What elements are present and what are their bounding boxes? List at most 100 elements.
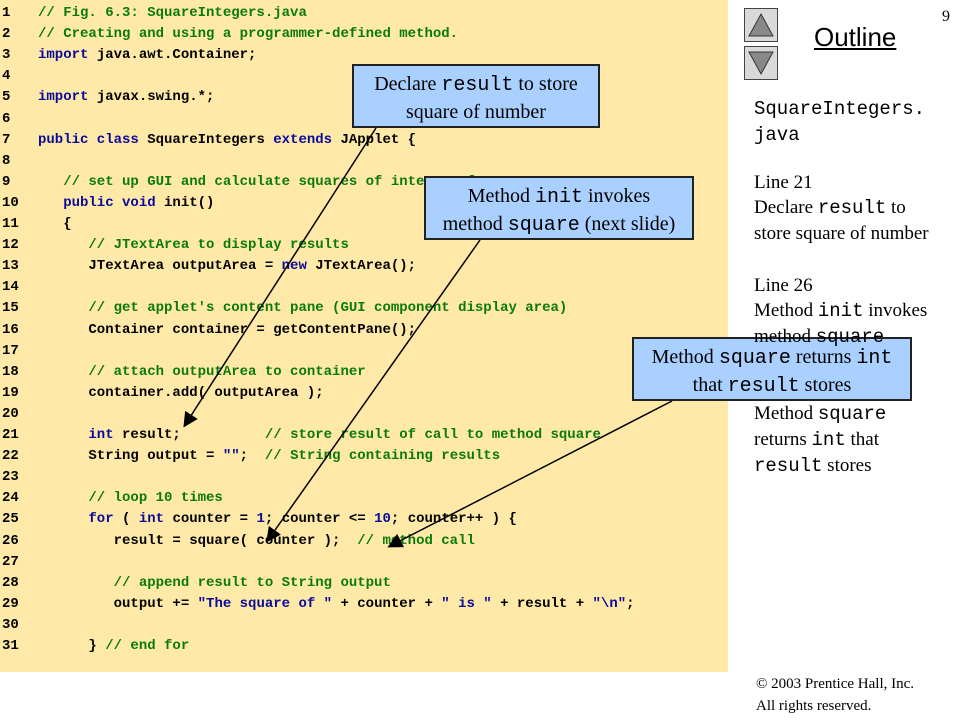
code-token: java.awt.Container; xyxy=(88,47,257,64)
callout-text: square of number xyxy=(406,101,546,123)
code-text: import javax.swing.*; xyxy=(38,87,214,108)
code-text: { xyxy=(38,214,72,235)
code-token: // append result to String output xyxy=(38,574,391,591)
outline-heading[interactable]: Outline xyxy=(814,22,897,52)
next-slide-button[interactable] xyxy=(744,46,778,80)
code-token: // loop 10 times xyxy=(38,490,223,507)
line-number: 2 xyxy=(2,26,11,43)
code-token: ; counter++ ) { xyxy=(390,511,517,528)
code-token: ; xyxy=(626,595,635,612)
note-text: stores xyxy=(822,455,872,476)
code-token: public class xyxy=(38,131,139,148)
note-method-square: Method square returns int that result st… xyxy=(754,401,886,479)
code-token: for xyxy=(38,511,114,528)
note-line-21: Line 21 Declare result to store square o… xyxy=(754,170,929,246)
note-text: method xyxy=(754,326,816,347)
callout-code: result xyxy=(441,74,514,97)
line-number: 11 xyxy=(2,216,19,232)
code-text: container.add( outputArea ); xyxy=(38,383,324,404)
code-text: // set up GUI and calculate squares of i… xyxy=(38,172,567,193)
note-code: init xyxy=(817,300,864,322)
line-number: 4 xyxy=(2,68,11,85)
code-token: + result + xyxy=(491,595,593,612)
line-number: 26 xyxy=(2,532,19,549)
code-text: // loop 10 times xyxy=(38,488,223,509)
copyright-line: All rights reserved. xyxy=(756,698,872,714)
callout-code: int xyxy=(856,347,893,370)
callout-text: method xyxy=(442,213,508,235)
note-code: int xyxy=(811,429,846,451)
callout-code: square xyxy=(507,214,580,237)
code-token: // Creating and using a programmer-defin… xyxy=(38,26,459,43)
code-token: { xyxy=(38,216,72,232)
code-token: Container container = getContentPane(); xyxy=(38,321,417,338)
code-token: int xyxy=(138,511,165,528)
prev-slide-button[interactable] xyxy=(744,8,778,42)
callout-method-square: Method square returns int that result st… xyxy=(632,337,912,401)
callout-code: result xyxy=(727,375,800,398)
note-code: square xyxy=(815,326,885,348)
callout-text: (next slide) xyxy=(579,213,676,235)
code-token: ( xyxy=(113,511,139,528)
note-text: Method xyxy=(754,403,818,424)
line-number: 7 xyxy=(2,131,11,148)
callout-text: that xyxy=(692,374,728,396)
line-number: 24 xyxy=(2,490,19,507)
file-name: SquareIntegers. java xyxy=(754,96,925,148)
code-token: import xyxy=(38,89,89,106)
code-text: String output = ""; // String containing… xyxy=(38,446,500,467)
line-number: 15 xyxy=(2,300,19,317)
callout-code: square xyxy=(718,347,791,370)
note-label: Line 26 xyxy=(754,275,813,296)
code-text: for ( int counter = 1; counter <= 10; co… xyxy=(38,509,517,530)
line-number: 28 xyxy=(2,574,19,591)
code-token: // JTextArea to display results xyxy=(38,237,349,254)
callout-text: returns xyxy=(790,346,857,368)
callout-text: Method xyxy=(651,346,719,368)
note-label: Line 21 xyxy=(754,172,813,193)
line-number: 6 xyxy=(2,110,11,127)
arrow-to-line-26-comment xyxy=(387,400,673,548)
code-token: init() xyxy=(155,194,215,211)
code-token: container.add( outputArea ); xyxy=(38,384,324,401)
callout-text: invokes xyxy=(583,185,651,207)
code-token: // end for xyxy=(105,638,190,654)
line-number: 30 xyxy=(2,616,19,633)
callout-text: Declare xyxy=(374,73,442,95)
code-token: String output = xyxy=(38,448,223,465)
line-number: 21 xyxy=(2,427,19,443)
line-number: 27 xyxy=(2,553,19,570)
code-text: // attach outputArea to container xyxy=(38,362,365,383)
note-text: Method xyxy=(754,300,818,321)
note-text: that xyxy=(845,429,879,450)
note-text: returns xyxy=(754,429,812,450)
code-token: "The square of " xyxy=(197,595,333,612)
note-text: store square of number xyxy=(754,223,929,244)
line-number: 23 xyxy=(2,469,19,486)
code-token: int xyxy=(38,427,114,443)
line-number: 12 xyxy=(2,237,19,254)
line-number: 13 xyxy=(2,258,19,275)
code-text: } // end for xyxy=(38,636,189,657)
callout-text: stores xyxy=(799,374,852,396)
note-code: result xyxy=(817,197,887,219)
note-text: to xyxy=(886,197,906,218)
arrow-to-line-21 xyxy=(183,127,377,428)
code-token: SquareIntegers xyxy=(138,131,274,148)
code-token: // get applet's content pane (GUI compon… xyxy=(38,300,568,317)
code-text: public void init() xyxy=(38,193,214,214)
code-text: public class SquareIntegers extends JApp… xyxy=(38,130,416,151)
code-token: // String containing results xyxy=(264,448,501,465)
copyright: © 2003 Prentice Hall, Inc. All rights re… xyxy=(756,673,914,717)
code-token: import xyxy=(38,47,89,64)
code-token: } xyxy=(38,638,106,654)
code-token: "\n" xyxy=(592,595,627,612)
line-number: 17 xyxy=(2,342,19,359)
line-number: 1 xyxy=(2,5,11,21)
file-name-part: java xyxy=(754,124,800,146)
code-token: // method call xyxy=(357,532,475,549)
code-token: extends xyxy=(273,131,333,148)
page-number: 9 xyxy=(942,8,950,25)
line-number: 10 xyxy=(2,194,19,211)
